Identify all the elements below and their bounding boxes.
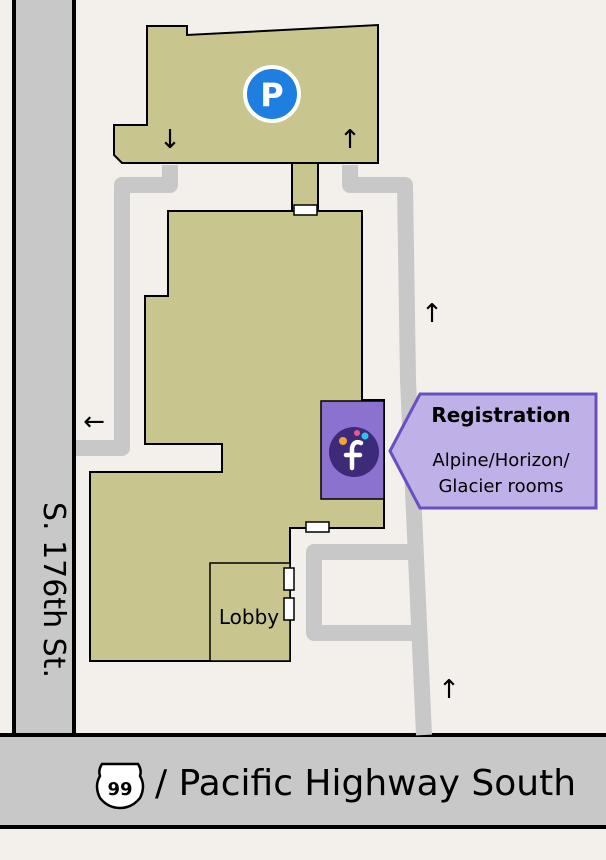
svg-text:P: P <box>260 76 283 114</box>
street-176th-road <box>14 0 74 735</box>
door-north[interactable] <box>293 204 318 216</box>
door-lobby-1[interactable] <box>283 567 295 591</box>
west-exit-arrow: ← <box>83 407 105 437</box>
east-drive-arrow-upper: ↑ <box>421 299 443 329</box>
street-176th-label: S. 176th St. <box>36 502 71 678</box>
registration-rooms-line1: Alpine/Horizon/ <box>432 450 570 471</box>
door-east[interactable] <box>305 521 330 533</box>
parking-icon: P <box>243 65 301 123</box>
lot-exit-arrow: ↓ <box>159 125 181 155</box>
highway-99-label: / Pacific Highway South <box>155 763 576 804</box>
lobby-loop-driveway <box>306 544 421 641</box>
registration-title: Registration <box>431 403 570 427</box>
west-driveway <box>76 165 178 456</box>
lot-entry-arrow: ↑ <box>339 125 361 155</box>
registration-rooms-line2: Glacier rooms <box>438 476 563 497</box>
lobby-label: Lobby <box>219 605 279 629</box>
highway-number: 99 <box>107 779 132 800</box>
hotel-building <box>89 210 385 662</box>
walkway <box>291 162 319 212</box>
registration-callout <box>388 392 598 510</box>
door-lobby-2[interactable] <box>283 597 295 621</box>
us-highway-shield-icon: 99 <box>95 762 145 810</box>
event-logo-icon <box>329 427 379 477</box>
east-drive-arrow-lower: ↑ <box>438 675 460 705</box>
